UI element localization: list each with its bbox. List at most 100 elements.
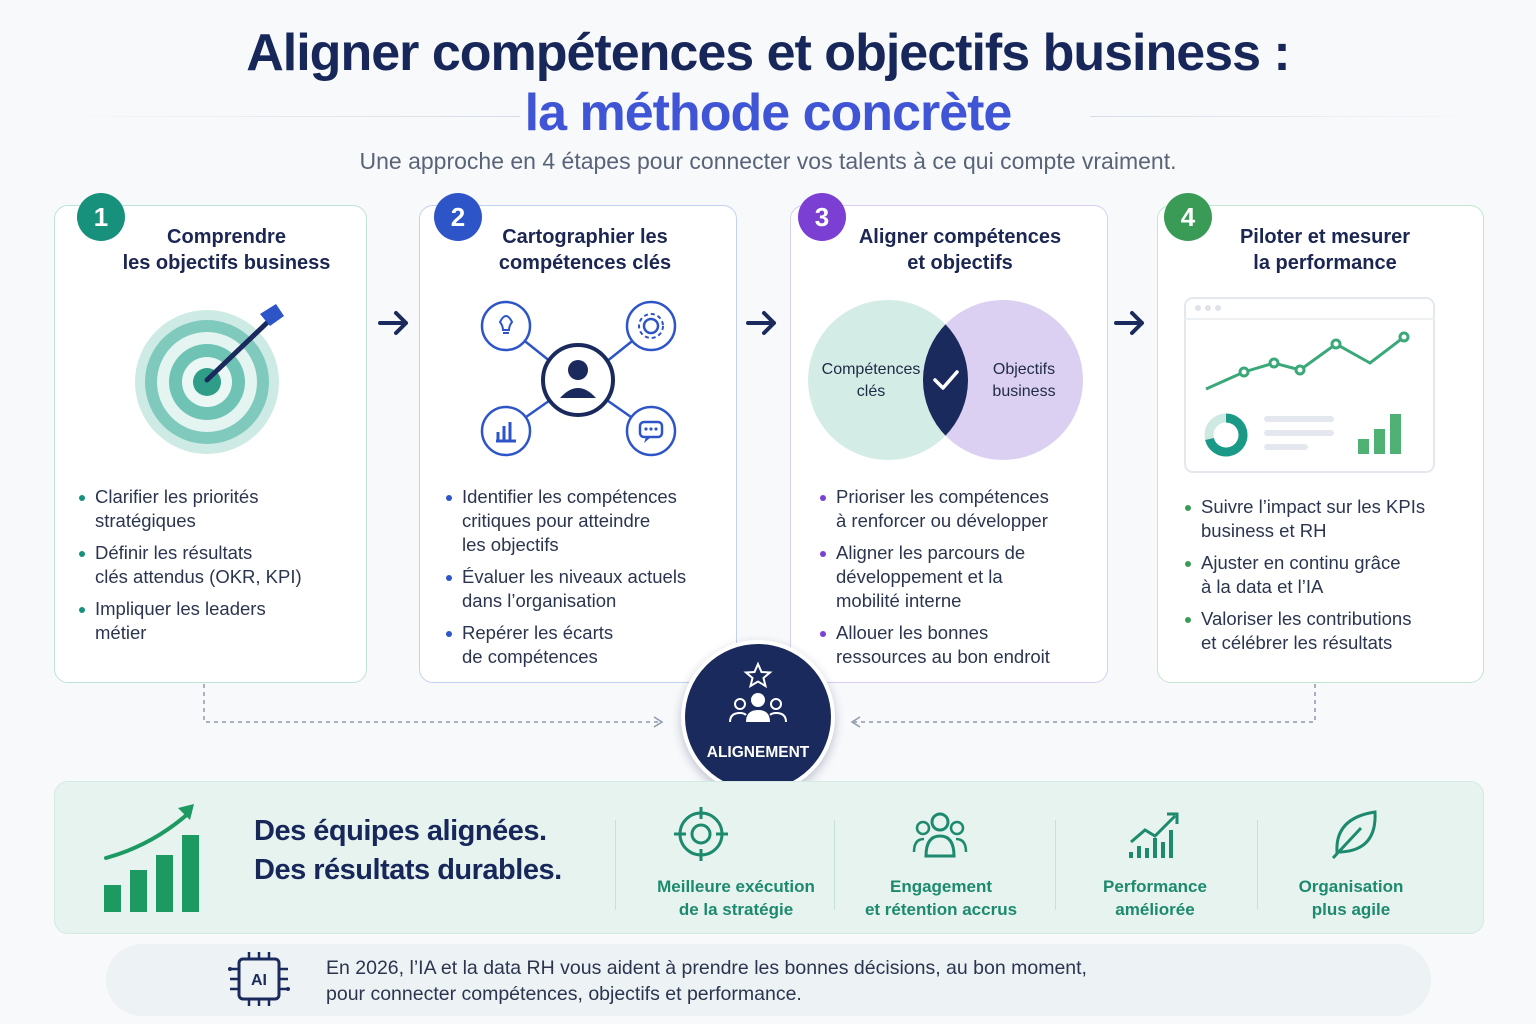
benefit-label: Organisation plus agile <box>1256 875 1446 921</box>
team-star-icon <box>729 661 787 723</box>
step-number-badge: 3 <box>798 193 846 241</box>
page-title-highlight: la méthode concrète <box>524 84 1013 142</box>
bullet-line: Valoriser les contributions <box>1201 608 1412 629</box>
venn-label-line: clés <box>856 383 886 400</box>
list-item: Allouer les bonnes ressources au bon endr… <box>820 621 1100 669</box>
venn-label-line: Objectifs <box>992 361 1056 378</box>
benefit-line: Organisation <box>1298 877 1404 896</box>
performance-dashboard-icon <box>1184 297 1435 473</box>
venn-label-left: Compétences clés <box>818 359 924 403</box>
skills-network-icon <box>480 300 677 457</box>
step-title: Comprendre les objectifs business <box>70 224 383 276</box>
step-title-line: compétences clés <box>498 252 672 274</box>
results-tagline: Des équipes alignées. Des résultats dura… <box>254 812 562 890</box>
benefit-line: de la stratégie <box>678 900 794 919</box>
tagline-line: Des résultats durables. <box>254 854 562 886</box>
list-item: Évaluer les niveaux actuels dans l’organi… <box>446 565 731 613</box>
venn-label-right: Objectifs business <box>972 359 1076 403</box>
benefit-label: Meilleure exécution de la stratégie <box>641 875 831 921</box>
arrow-right-icon <box>746 311 776 335</box>
divider <box>834 820 835 910</box>
step-2-bullets: Identifier les compétences critiques pour… <box>446 485 731 677</box>
page-title: Aligner compétences et objectifs busines… <box>246 24 1291 82</box>
ai-chip-icon: AI <box>228 952 290 1006</box>
divider <box>1257 820 1258 910</box>
benefit-line: et rétention accrus <box>864 900 1018 919</box>
bullet-line: Suivre l’impact sur les KPIs <box>1201 496 1426 517</box>
benefit-line: Performance <box>1103 877 1207 896</box>
benefit-line: améliorée <box>1115 900 1195 919</box>
benefit-label: Engagement et rétention accrus <box>846 875 1036 921</box>
benefit-label: Performance améliorée <box>1060 875 1250 921</box>
bullet-line: et célébrer les résultats <box>1201 632 1393 653</box>
bullet-line: critiques pour atteindre <box>462 510 651 531</box>
footer-banner <box>106 944 1431 1016</box>
step-4-bullets: Suivre l’impact sur les KPIs business et … <box>1185 495 1475 663</box>
step-number-badge: 2 <box>434 193 482 241</box>
bullet-line: Aligner les parcours de <box>836 542 1026 563</box>
step-title-line: et objectifs <box>907 252 1013 274</box>
bullet-line: clés attendus (OKR, KPI) <box>95 566 302 587</box>
bullet-line: métier <box>95 622 147 643</box>
leaf-icon <box>1331 810 1377 860</box>
list-item: Identifier les compétences critiques pour… <box>446 485 731 557</box>
step-3-bullets: Prioriser les compétences à renforcer ou … <box>820 485 1100 677</box>
bullet-line: Ajuster en continu grâce <box>1201 552 1401 573</box>
people-icon <box>912 812 968 858</box>
venn-label-line: business <box>992 383 1056 400</box>
step-title-line: Comprendre <box>167 226 286 248</box>
step-title: Aligner compétences et objectifs <box>805 224 1115 276</box>
title-divider-left <box>50 116 520 117</box>
benefit-line: plus agile <box>1311 900 1391 919</box>
bullet-line: Identifier les compétences <box>462 486 677 507</box>
bullet-line: mobilité interne <box>836 590 962 611</box>
footer-text: En 2026, l’IA et la data RH vous aident … <box>326 955 1326 1007</box>
bullet-line: business et RH <box>1201 520 1327 541</box>
benefit-line: Engagement <box>889 877 993 896</box>
growth-chart-icon <box>1129 812 1179 858</box>
step-title-line: Piloter et mesurer <box>1239 226 1411 248</box>
venn-diagram <box>808 300 1083 460</box>
page-subtitle: Une approche en 4 étapes pour connecter … <box>359 148 1177 174</box>
list-item: Ajuster en continu grâce à la data et l’I… <box>1185 551 1475 599</box>
benefit-line: Meilleure exécution <box>657 877 815 896</box>
step-1-bullets: Clarifier les priorités stratégiques Défi… <box>79 485 349 653</box>
step-number-badge: 1 <box>77 193 125 241</box>
step-title-line: les objectifs business <box>122 252 331 274</box>
bullet-line: Repérer les écarts <box>462 622 614 643</box>
dashed-connector <box>203 684 1316 728</box>
step-title-line: la performance <box>1253 252 1397 274</box>
step-title: Piloter et mesurer la performance <box>1170 224 1480 276</box>
list-item: Prioriser les compétences à renforcer ou … <box>820 485 1100 533</box>
results-band <box>54 781 1484 934</box>
bullet-line: Prioriser les compétences <box>836 486 1049 507</box>
bullet-line: à la data et l’IA <box>1201 576 1324 597</box>
arrow-right-icon <box>1114 311 1144 335</box>
bullet-line: stratégiques <box>95 510 196 531</box>
target-arrow-icon <box>135 304 284 454</box>
list-item: Suivre l’impact sur les KPIs business et … <box>1185 495 1475 543</box>
bullet-line: ressources au bon endroit <box>836 646 1050 667</box>
footer-line: pour connecter compétences, objectifs et… <box>326 983 802 1005</box>
bullet-line: à renforcer ou développer <box>836 510 1048 531</box>
target-icon <box>674 807 728 861</box>
bullet-line: les objectifs <box>462 534 559 555</box>
step-number-badge: 4 <box>1164 193 1212 241</box>
divider <box>1055 820 1056 910</box>
divider <box>615 820 616 910</box>
bullet-line: dans l’organisation <box>462 590 617 611</box>
bullet-line: Impliquer les leaders <box>95 598 266 619</box>
bullet-line: Allouer les bonnes <box>836 622 989 643</box>
alignment-label: ALIGNEMENT <box>706 744 810 761</box>
step-card-2 <box>419 205 737 683</box>
step-title: Cartographier les compétences clés <box>430 224 740 276</box>
bullet-line: Évaluer les niveaux actuels <box>462 566 687 587</box>
tagline-line: Des équipes alignées. <box>254 815 547 847</box>
step-title-line: Cartographier les <box>502 226 668 248</box>
arrow-right-icon <box>378 311 408 335</box>
list-item: Impliquer les leaders métier <box>79 597 349 645</box>
step-title-line: Aligner compétences <box>858 226 1062 248</box>
bullet-line: Clarifier les priorités <box>95 486 259 507</box>
